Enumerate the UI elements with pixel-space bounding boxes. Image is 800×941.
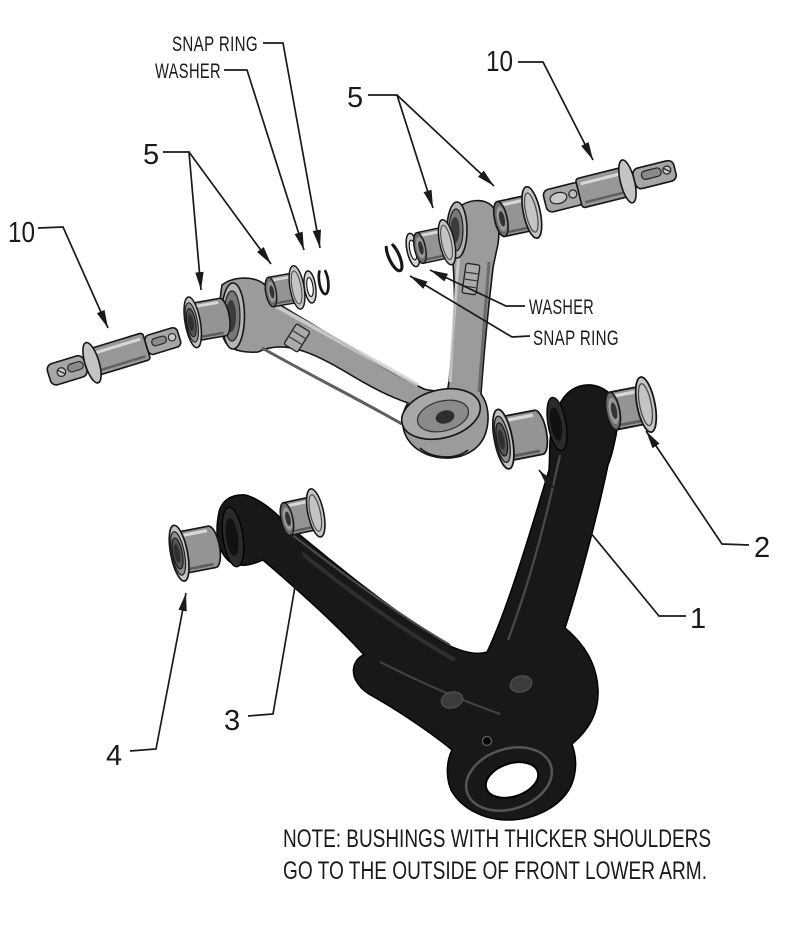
callout-item-3: 3 [224,705,240,737]
callout-five-right: 5 [347,82,363,114]
leader-five-right-b [396,94,495,187]
callout-snap-ring-right: SNAP RING [533,327,619,350]
leader-ten-right [518,61,594,161]
lower-control-arm [216,384,619,821]
lower-arm-ball-joint-ring [464,746,554,812]
snap-ring-upper-front [382,242,407,275]
leader-washer-top [224,69,305,251]
upper-arm-front-eye [446,201,468,259]
callout-item-2: 2 [754,532,770,564]
pivot-shaft-right [542,159,678,213]
leader-item-3 [247,545,304,717]
snap-ring-upper-rear [316,269,332,296]
leader-item-2 [645,430,750,546]
callout-labels: SNAP RING WASHER 5 5 10 10 WASHER SNAP R… [8,33,770,772]
note-line-1: NOTE: BUSHINGS WITH THICKER SHOULDERS [283,825,711,853]
leader-five-right-a [368,94,434,209]
callout-item-4: 4 [106,740,122,772]
leader-snap-ring-top [263,42,321,249]
note-line-2: GO TO THE OUTSIDE OF FRONT LOWER ARM. [283,857,707,885]
lower-arm-hole [481,735,493,747]
lower-arm-boss-right [509,675,533,693]
leader-lines [37,42,750,752]
upper-control-arm [218,199,500,459]
leader-snap-ring-right [409,275,531,338]
upper-arm-clamp-left [283,323,311,353]
lower-arm-front-eye [221,506,245,568]
callout-five-left: 5 [143,139,159,171]
leader-five-left-a [163,151,204,291]
callout-washer-right: WASHER [529,296,594,319]
upper-arm-ball-joint [400,387,482,458]
callout-snap-ring-top: SNAP RING [172,33,258,56]
leader-five-left-b [188,151,272,265]
callout-item-1: 1 [690,603,706,635]
bushing-4 [163,515,227,585]
callout-ten-left: 10 [8,217,35,249]
lower-arm-boss-left [440,691,464,709]
leader-item-1 [538,469,686,617]
leader-washer-right [429,269,525,307]
callout-ten-right: 10 [486,46,513,78]
pivot-shaft-left [46,326,182,386]
lower-arm-rear-eye [546,396,568,452]
leader-item-4 [129,592,187,752]
leader-ten-left [37,226,109,329]
bushing-1 [487,399,554,473]
note-block: NOTE: BUSHINGS WITH THICKER SHOULDERS GO… [283,825,711,885]
callout-washer-top: WASHER [155,60,221,83]
